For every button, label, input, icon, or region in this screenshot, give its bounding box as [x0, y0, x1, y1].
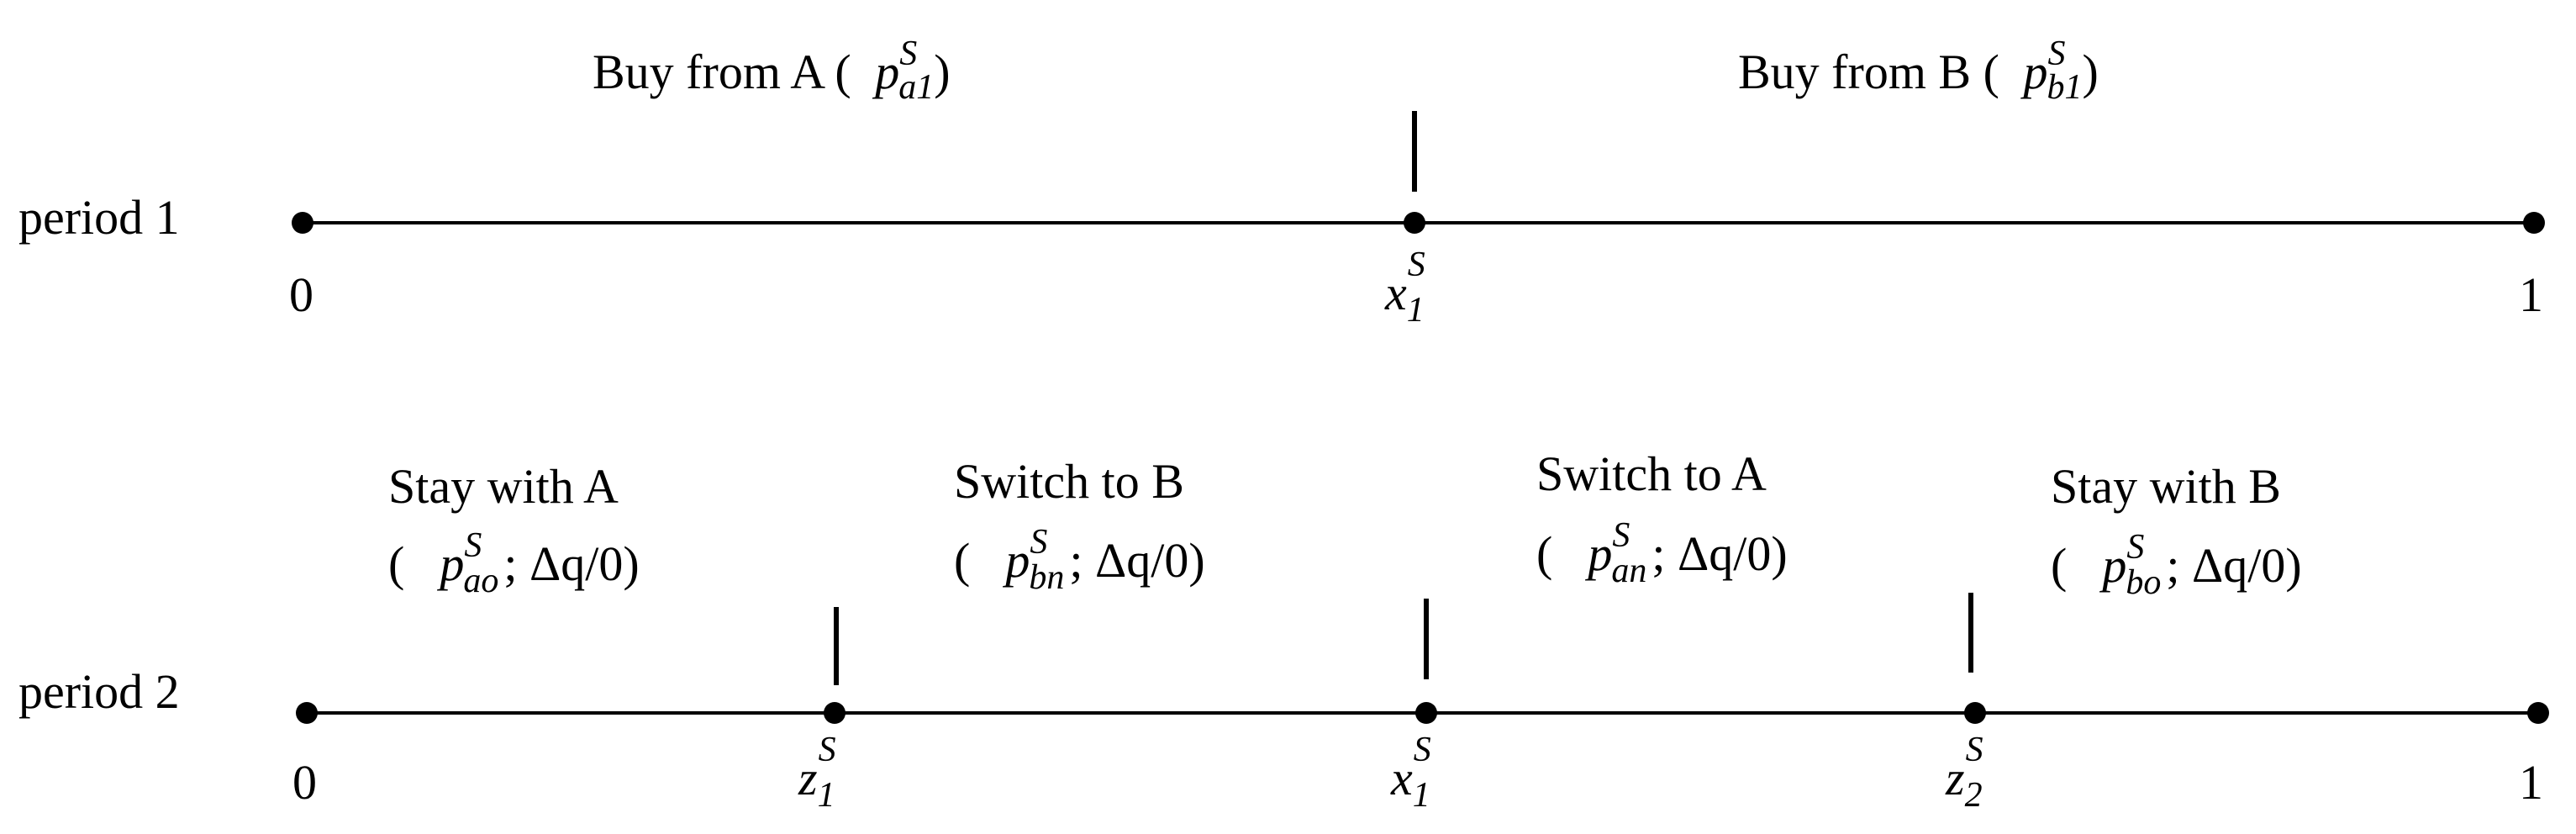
period-1-cutoff-label: x1S — [1384, 245, 1425, 330]
period-2-row: period 2 0 1 z1S x1S z2S Stay with A (pS… — [18, 446, 2549, 815]
period-2-region-switch-b-title: Switch to B — [954, 454, 1184, 509]
period-2-cutoff-z2-label: z2S — [1945, 731, 1983, 815]
period-2-cutoff-z1-label: z1S — [798, 731, 836, 815]
period-1-cutoff-point — [1404, 212, 1425, 234]
period-2-cutoff-z2-point — [1964, 702, 1986, 724]
period-1-label: period 1 — [18, 190, 180, 245]
period-2-cutoff-x1-label: x1S — [1390, 731, 1431, 815]
period-1-end-tick: 1 — [2519, 267, 2543, 322]
period-2-cutoff-z1-point — [824, 702, 845, 724]
period-1-start-point — [292, 212, 313, 234]
period-2-label: period 2 — [18, 664, 180, 719]
period-1-start-tick: 0 — [289, 267, 313, 322]
period-2-region-switch-a-title: Switch to A — [1536, 446, 1767, 501]
period-2-start-point — [296, 702, 318, 724]
period-2-region-stay-a-title: Stay with A — [388, 459, 619, 514]
period-2-start-tick: 0 — [292, 755, 317, 810]
period-1-end-point — [2523, 212, 2545, 234]
period-2-end-tick: 1 — [2519, 755, 2543, 810]
period-2-region-stay-b-title: Stay with B — [2051, 459, 2281, 514]
period-2-cutoff-x1-point — [1415, 702, 1437, 724]
period-2-end-point — [2527, 702, 2549, 724]
